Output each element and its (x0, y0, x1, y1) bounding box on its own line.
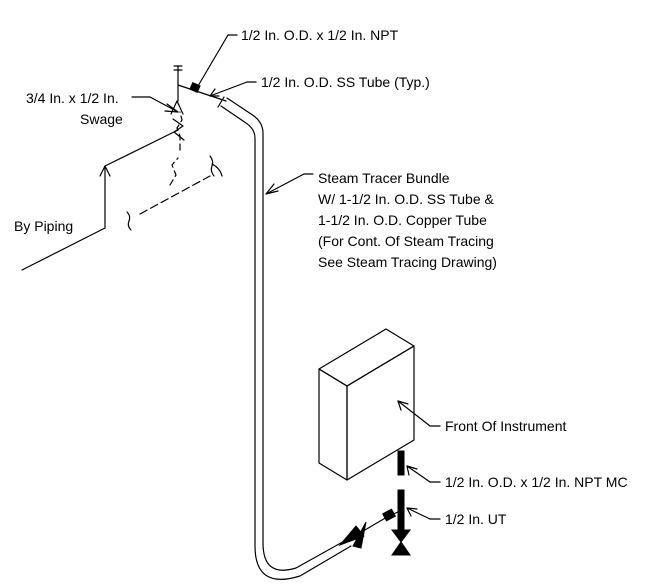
process-pipe (126, 155, 223, 231)
bundle-label-line2: W/ 1-1/2 In. O.D. SS Tube & (318, 191, 494, 207)
ut-fitting (382, 508, 396, 522)
valve-left-wedge (338, 525, 365, 547)
bundle-leader (265, 173, 314, 195)
tracer-tube (217, 96, 352, 580)
valve-bottom-upper (391, 529, 411, 543)
swage-label-line2: Swage (80, 111, 123, 127)
swage-symbol (170, 79, 185, 141)
bundle-label-line5: See Steam Tracing Drawing) (318, 254, 497, 270)
valve-bottom-lower (391, 541, 411, 556)
valve-left-wedge2 (352, 521, 367, 549)
swage-leader (131, 96, 179, 113)
ut-leader (406, 507, 441, 520)
ss-tube-label: 1/2 In. O.D. SS Tube (Typ.) (261, 74, 430, 90)
tee-body (397, 489, 405, 519)
vent-plug (173, 65, 183, 81)
swage-label-line1: 3/4 In. x 1/2 In. (26, 90, 119, 106)
ss-tube-leader (209, 81, 257, 97)
npt-fitting-mark (189, 82, 201, 93)
instrument-connector (397, 450, 405, 476)
bundle-label-line4: (For Cont. Of Steam Tracing (318, 233, 494, 249)
by-piping-label: By Piping (14, 218, 74, 234)
npt-mc-leader (406, 465, 441, 483)
npt-leader (197, 34, 238, 87)
by-piping-leader (21, 129, 179, 271)
valve-tube (364, 516, 388, 531)
bundle-label-line1: Steam Tracer Bundle (318, 170, 450, 186)
instrument-box (318, 328, 415, 481)
ut-label: 1/2 In. UT (445, 511, 507, 527)
npt-fitting-label: 1/2 In. O.D. x 1/2 In. NPT (241, 27, 399, 43)
npt-mc-label: 1/2 In. O.D. x 1/2 In. NPT MC (445, 474, 628, 490)
bundle-label-line3: 1-1/2 In. O.D. Copper Tube (318, 212, 487, 228)
dashed-branch (169, 111, 183, 186)
front-leader (397, 400, 441, 427)
fitting-tube (177, 84, 227, 102)
front-instrument-label: Front Of Instrument (445, 418, 567, 434)
